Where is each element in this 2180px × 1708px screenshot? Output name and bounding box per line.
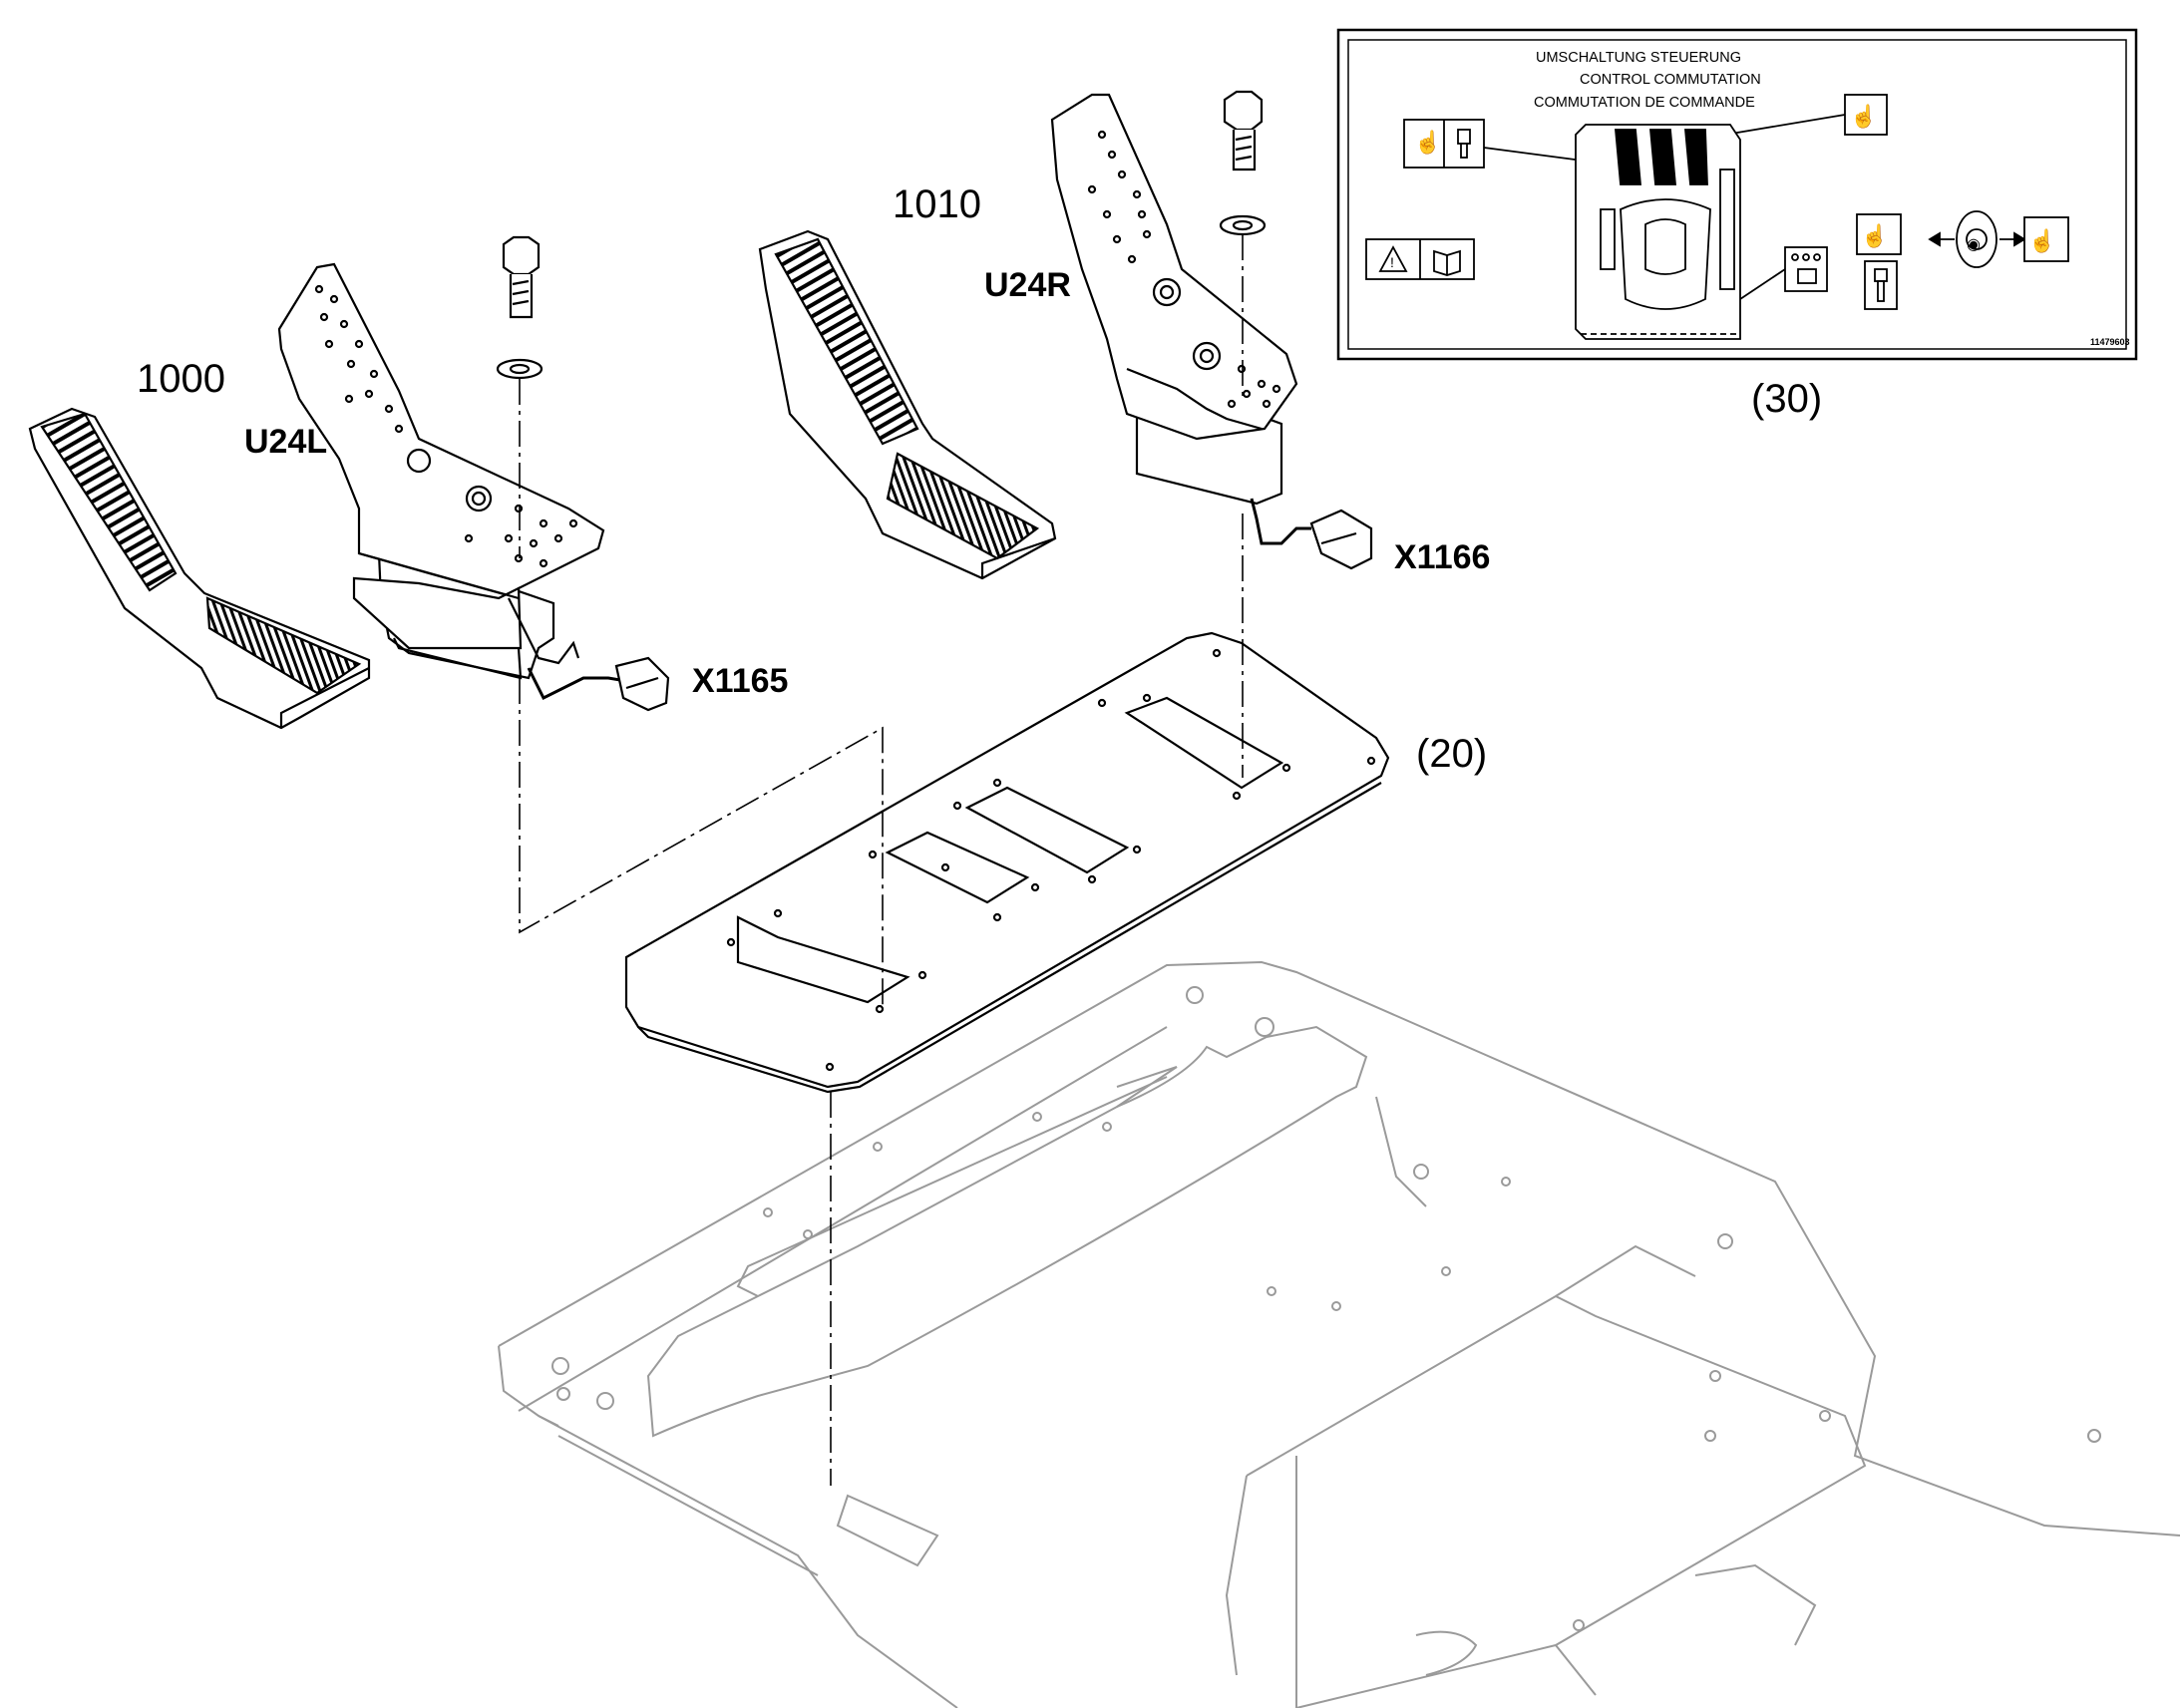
bolt-left [496, 235, 544, 380]
label-connector-x1165: X1165 [692, 662, 788, 700]
decal-text-fr: COMMUTATION DE COMMANDE [1534, 95, 1755, 111]
label-connector-x1166: X1166 [1394, 538, 1490, 576]
frame-holes [551, 986, 2101, 1631]
part-labels: 1000 1010 U24L U24R X1165 X1166 (20) (30… [137, 182, 1822, 776]
label-plate-20: (20) [1416, 732, 1487, 776]
label-pedal-1010: 1010 [893, 182, 981, 226]
decal-text-en: CONTROL COMMUTATION [1580, 72, 1761, 88]
mounting-plate [624, 631, 1390, 1094]
alignment-lines [519, 234, 1244, 1486]
label-sensor-u24l: U24L [244, 423, 327, 461]
control-commutation-decal: UMSCHALTUNG STEUERUNG CONTROL COMMUTATIO… [1336, 28, 2138, 361]
foot-swap-icon: ☝ [1414, 129, 1441, 156]
decal-text-de: UMSCHALTUNG STEUERUNG [1536, 50, 1741, 66]
joystick-icon: ◉ [1967, 236, 1981, 253]
label-pedal-1000: 1000 [137, 357, 225, 401]
label-decal-30: (30) [1751, 377, 1822, 421]
decal-code: 11479603 [2090, 337, 2130, 347]
foot-icon-top-right: ☝ [1850, 103, 1877, 130]
label-sensor-u24r: U24R [984, 266, 1071, 304]
foot-icon-center-left: ☝ [1861, 222, 1888, 249]
machine-frame [498, 960, 2180, 1708]
decal-artwork: ☝ ! ☝ ☝ [1365, 94, 2069, 340]
pedal-sensor-left [277, 262, 670, 712]
foot-icon-right: ☝ [2028, 227, 2055, 254]
pedal-cover-right [758, 229, 1057, 580]
svg-text:!: ! [1390, 254, 1394, 270]
pedal-sensor-right [1050, 93, 1373, 570]
pedal-cover-left [28, 407, 371, 730]
bolt-right [1219, 90, 1267, 236]
warning-icon [1378, 245, 1408, 272]
